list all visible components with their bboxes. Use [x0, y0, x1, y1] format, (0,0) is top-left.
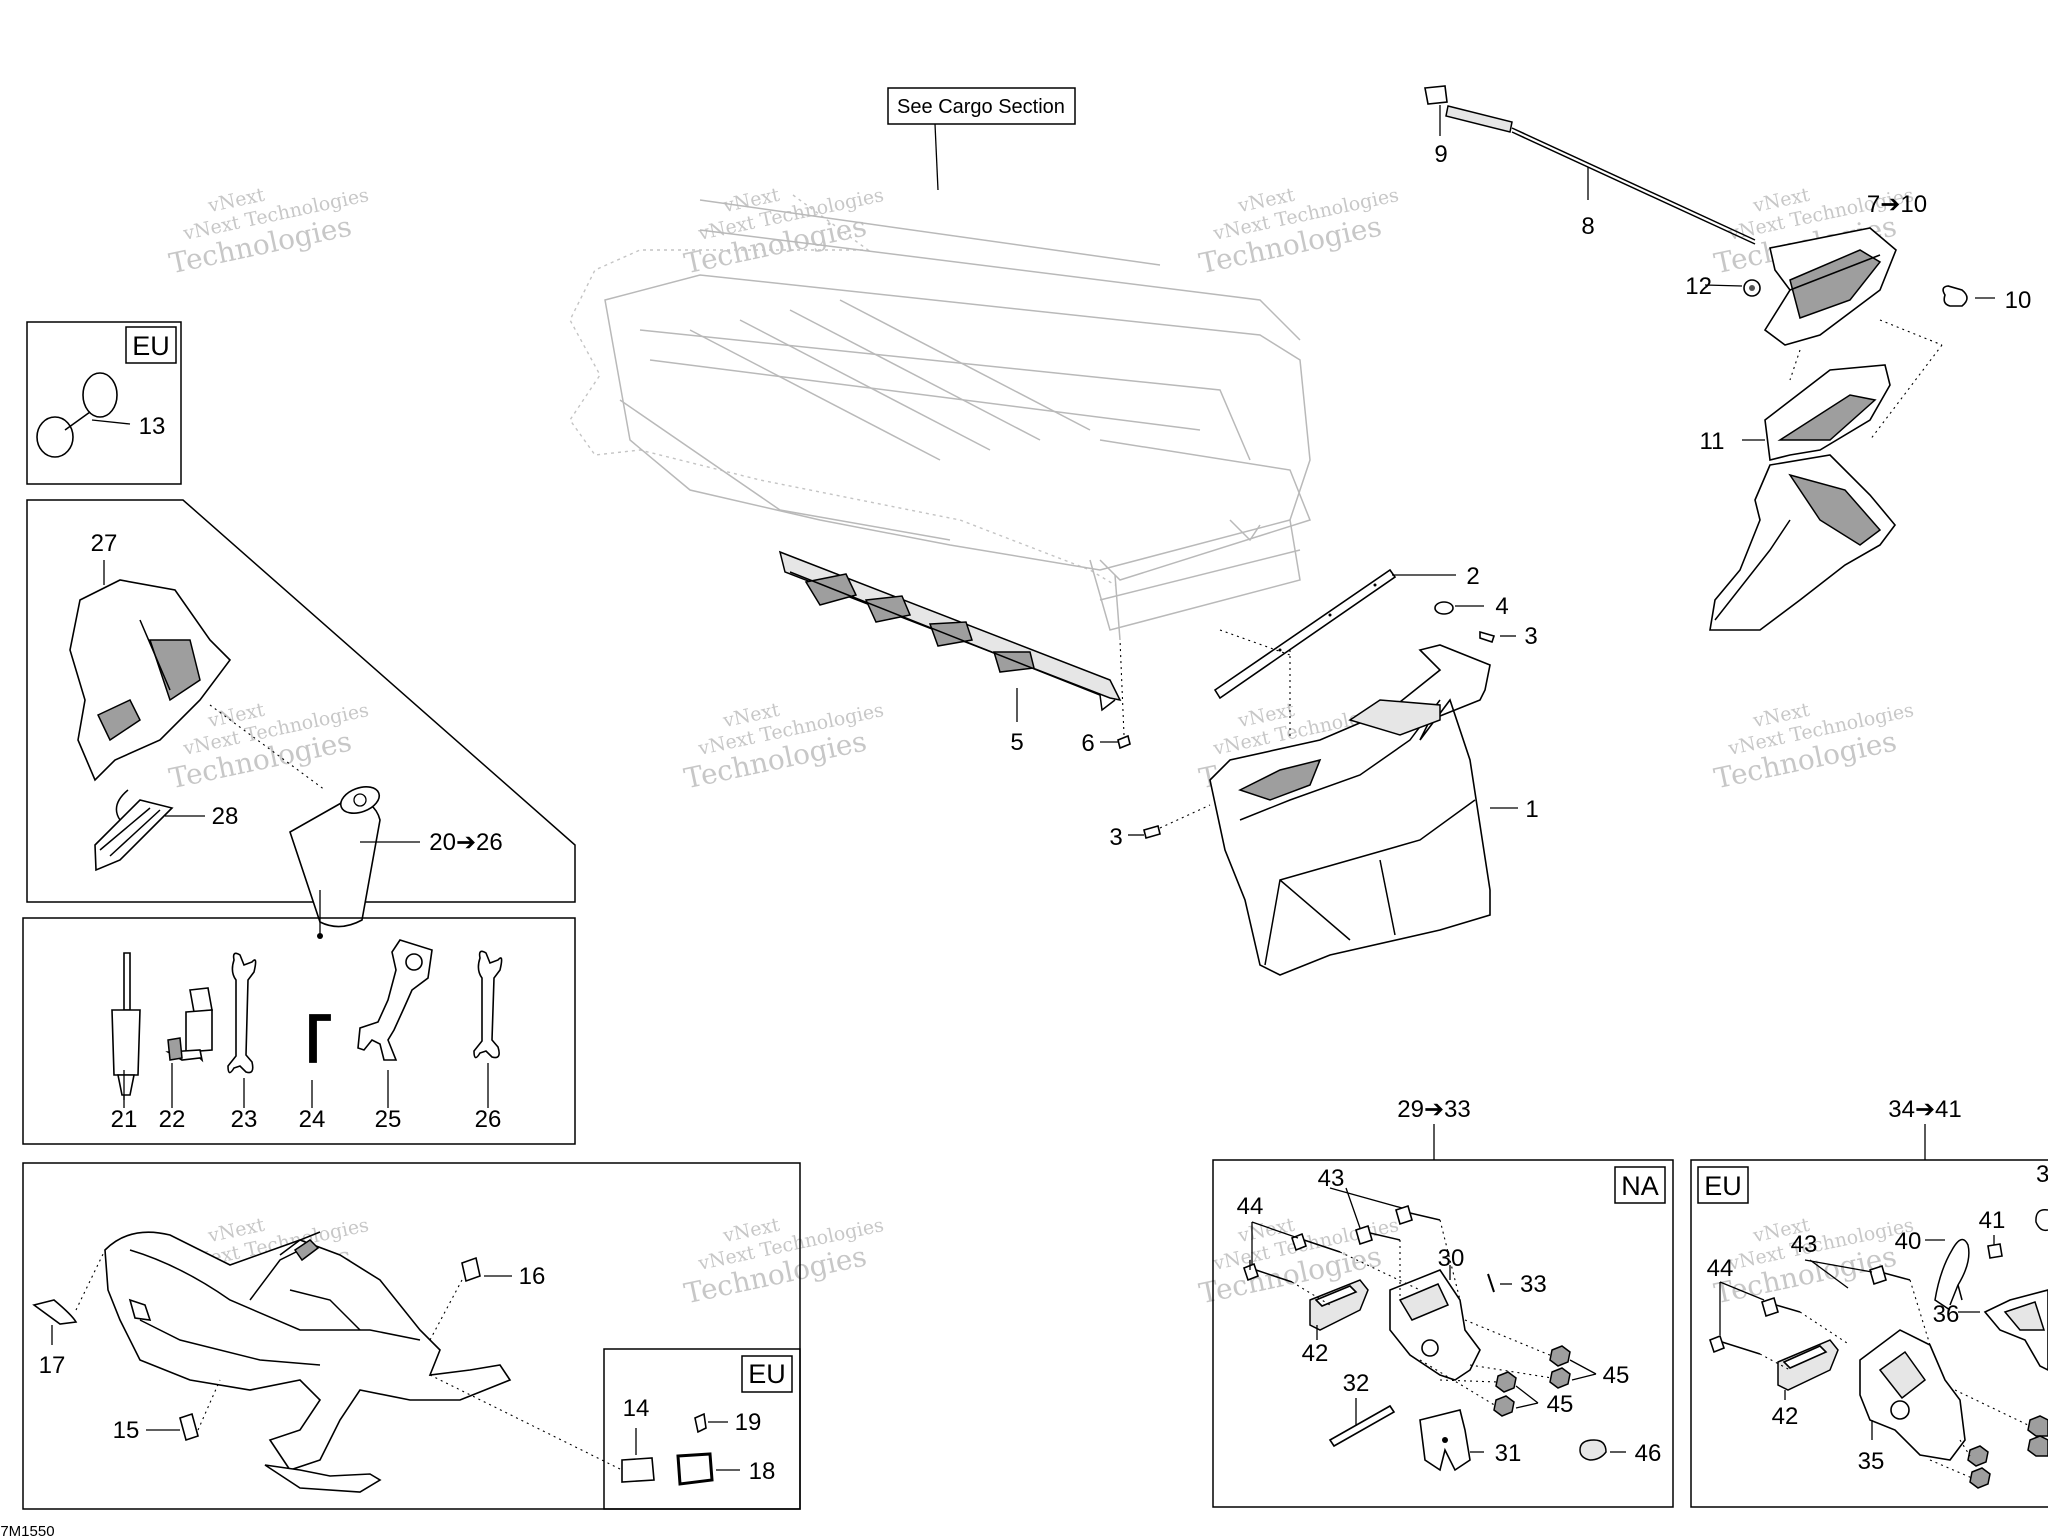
callout-13: 13 — [139, 413, 166, 440]
callout-14: 14 — [623, 1395, 650, 1422]
callout-19: 19 — [735, 1409, 762, 1436]
callout-43-na: 43 — [1318, 1165, 1345, 1192]
panel-box — [26, 499, 576, 903]
callout-42-eu: 42 — [1772, 1403, 1799, 1430]
eu-sticker-panel — [603, 1348, 801, 1510]
callout-27: 27 — [91, 530, 118, 557]
callout-3-edge: 3 — [2036, 1161, 2048, 1188]
part-2-strip: 2 — [1213, 563, 1480, 740]
part-4-washer: 4 — [1434, 593, 1509, 620]
callout-6: 6 — [1081, 730, 1094, 757]
callout-34-41: 34➔41 — [1888, 1096, 1962, 1123]
part-1-storage-panel: 1 — [1209, 644, 1539, 976]
part-3-screw-upper: 3 — [1479, 623, 1538, 650]
panel-box — [26, 321, 182, 485]
taillight-assembly: 9 8 7➔10 12 10 11 — [1424, 85, 2032, 631]
callout-21: 21 — [111, 1106, 138, 1133]
region-tag-box — [1614, 1166, 1666, 1204]
panel-box — [1212, 1159, 1674, 1508]
part-6-clip: 6 — [1081, 639, 1131, 757]
part-3-screw-lower: 3 — [1109, 804, 1211, 851]
figure-code: 37M1550 — [0, 1523, 55, 1536]
callout-41: 41 — [1979, 1207, 2006, 1234]
eu-hitch-box: 34➔41 3 EU 40 41 36 43 44 — [1690, 1096, 2048, 1508]
callout-25: 25 — [375, 1106, 402, 1133]
callout-15: 15 — [113, 1417, 140, 1444]
callout-30: 30 — [1438, 1245, 1465, 1272]
region-tag: EU — [1704, 1171, 1742, 1201]
callout-43-eu: 43 — [1791, 1231, 1818, 1258]
callout-33: 33 — [1520, 1271, 1547, 1298]
callout-32: 32 — [1343, 1370, 1370, 1397]
region-tag-box — [741, 1355, 793, 1393]
cargo-rack-ghost — [569, 194, 1311, 641]
panel-box — [22, 917, 576, 1145]
callout-44-eu: 44 — [1707, 1255, 1734, 1282]
panel-box — [22, 1162, 801, 1510]
tool-bag-box: 27 28 20➔26 — [26, 499, 576, 939]
callout-8: 8 — [1581, 213, 1594, 240]
callout-29-33: 29➔33 — [1397, 1096, 1471, 1123]
callout-12: 12 — [1685, 273, 1712, 300]
part-5-cargo-rail: 5 — [778, 550, 1122, 756]
watermarks: vNext vNext Technologies Technologies vN… — [166, 184, 1915, 1311]
note-box — [887, 87, 1076, 125]
callout-26: 26 — [475, 1106, 502, 1133]
region-tag: EU — [748, 1359, 786, 1389]
callout-36: 36 — [1933, 1301, 1960, 1328]
region-tag: EU — [132, 331, 170, 361]
region-tag-box — [1697, 1166, 1749, 1204]
callout-16: 16 — [519, 1263, 546, 1290]
callout-5: 5 — [1010, 729, 1023, 756]
callout-35: 35 — [1858, 1448, 1885, 1475]
stickers-vehicle-box: 16 17 15 EU 14 18 19 — [22, 1162, 801, 1510]
callout-4: 4 — [1495, 593, 1508, 620]
callout-20-26: 20➔26 — [429, 829, 503, 856]
callout-45-upper: 45 — [1603, 1362, 1630, 1389]
callout-40: 40 — [1895, 1228, 1922, 1255]
na-hitch-box: 29➔33 NA 44 43 42 30 — [1212, 1096, 1674, 1508]
callout-44-na: 44 — [1237, 1193, 1264, 1220]
nuts-45: 45 45 — [1493, 1345, 1630, 1418]
callout-42-na: 42 — [1302, 1340, 1329, 1367]
callout-22: 22 — [159, 1106, 186, 1133]
callout-18: 18 — [749, 1458, 776, 1485]
leader-line — [934, 123, 939, 191]
callout-46: 46 — [1635, 1440, 1662, 1467]
region-tag: NA — [1621, 1171, 1659, 1201]
callout-45-lower: 45 — [1547, 1391, 1574, 1418]
callout-11: 11 — [1700, 428, 1725, 455]
tools-box: 21 22 23 24 25 26 — [22, 917, 576, 1145]
callout-17: 17 — [39, 1352, 66, 1379]
callout-10: 10 — [2005, 287, 2032, 314]
callout-9: 9 — [1434, 141, 1447, 168]
note-text: See Cargo Section — [897, 96, 1065, 118]
callout-7-10: 7➔10 — [1867, 191, 1927, 218]
cargo-section-note: See Cargo Section — [887, 87, 1076, 191]
callout-3-upper: 3 — [1524, 623, 1537, 650]
callout-31: 31 — [1495, 1440, 1522, 1467]
callout-1: 1 — [1525, 796, 1538, 823]
eu-mirror-box: EU 13 — [26, 321, 182, 485]
callout-23: 23 — [231, 1106, 258, 1133]
callout-2: 2 — [1466, 563, 1479, 590]
callout-24: 24 — [299, 1106, 326, 1133]
region-tag-box — [125, 326, 177, 364]
callout-3-lower: 3 — [1109, 824, 1122, 851]
callout-28: 28 — [212, 803, 239, 830]
